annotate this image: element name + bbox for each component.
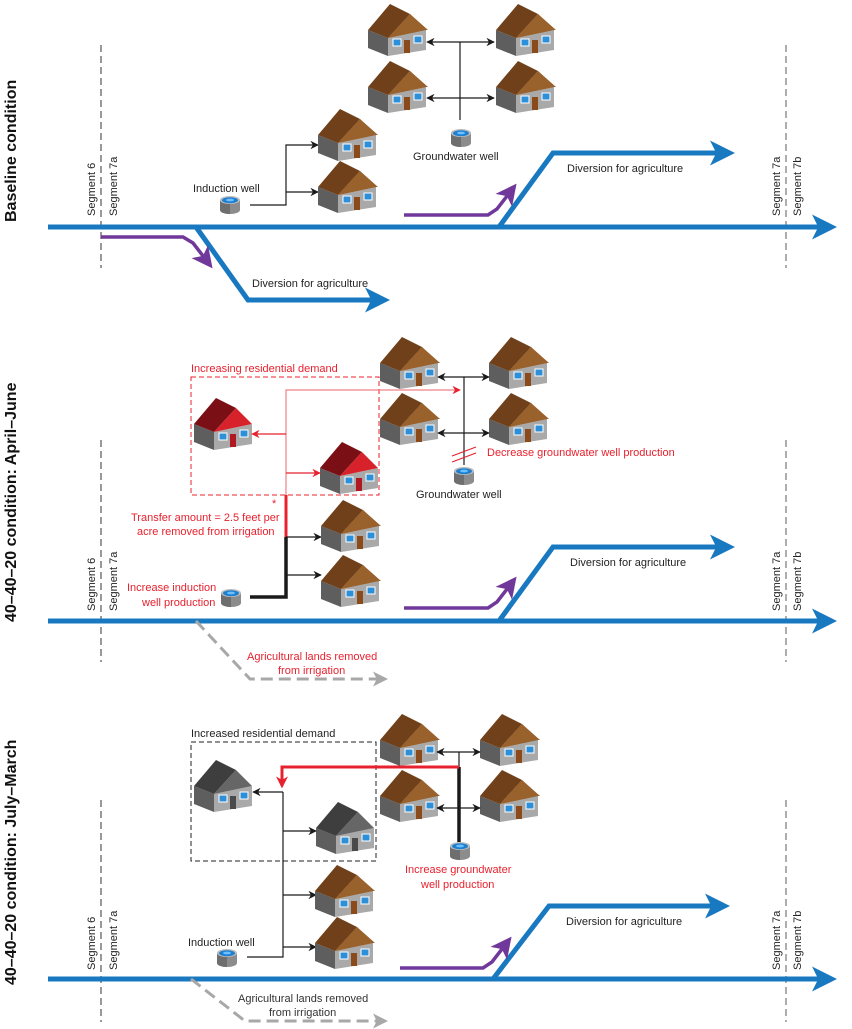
removed-label: Agricultural lands removed bbox=[238, 993, 368, 1005]
decrease-label: Decrease groundwater well production bbox=[487, 447, 675, 459]
removed-label: Agricultural lands removed bbox=[247, 651, 377, 663]
house-icon bbox=[321, 499, 381, 553]
demand-box-label: Increased residential demand bbox=[191, 728, 335, 740]
house-icon bbox=[480, 769, 540, 823]
flow-arrow-purple-right bbox=[404, 183, 517, 217]
diversion-label-right: Diversion for agriculture bbox=[566, 916, 682, 928]
segment-label: Segment 7a bbox=[108, 551, 120, 611]
river-diversion-right bbox=[496, 534, 735, 623]
segment-label: Segment 7a bbox=[771, 156, 783, 216]
increase-gw-label: well production bbox=[420, 879, 494, 891]
house-icon bbox=[380, 713, 440, 767]
flow-arrow-purple-right bbox=[404, 576, 517, 610]
flow-arrow-purple-left bbox=[101, 235, 213, 269]
removed-label: from irrigation bbox=[269, 1007, 336, 1019]
induction-well-icon bbox=[217, 949, 237, 967]
river-diversion-right bbox=[491, 893, 730, 981]
house-icon bbox=[489, 392, 549, 446]
segment-label: Segment 7b bbox=[792, 911, 804, 970]
induction-well-label: Induction well bbox=[193, 183, 260, 195]
segment-label: Segment 6 bbox=[86, 163, 98, 216]
house-icon bbox=[480, 713, 540, 767]
house-icon-new bbox=[316, 801, 375, 855]
panel-title: 40–40–20 condition: April–June bbox=[3, 382, 20, 622]
pipe-induction bbox=[250, 140, 319, 206]
induction-well-label: Induction well bbox=[188, 937, 255, 949]
panel-baseline: Baseline condition Segment 6 Segment 7a … bbox=[3, 3, 837, 313]
house-icon-new bbox=[194, 397, 253, 451]
increase-gw-label: Increase groundwater bbox=[405, 864, 512, 876]
house-icon bbox=[318, 108, 378, 162]
decrease-mark bbox=[451, 446, 477, 457]
house-icon bbox=[496, 60, 556, 114]
house-icon bbox=[380, 769, 440, 823]
panel-april-june: 40–40–20 condition: April–June Segment 6… bbox=[3, 336, 837, 687]
house-icon bbox=[380, 336, 440, 390]
segment-label: Segment 7a bbox=[771, 910, 783, 970]
removed-diversion-left bbox=[190, 977, 388, 1029]
house-icon-new bbox=[194, 759, 253, 813]
house-icon bbox=[318, 160, 378, 214]
removed-label: from irrigation bbox=[278, 665, 345, 677]
induction-label: Increase induction bbox=[127, 582, 216, 594]
demand-box-label: Increasing residential demand bbox=[191, 363, 338, 375]
groundwater-well-icon bbox=[451, 129, 471, 147]
segment-label: Segment 6 bbox=[86, 917, 98, 970]
panel-title: Baseline condition bbox=[3, 80, 20, 222]
groundwater-well-label: Groundwater well bbox=[416, 489, 502, 501]
pipe-induction bbox=[247, 792, 284, 958]
segment-label: Segment 7a bbox=[771, 551, 783, 611]
house-icon bbox=[380, 392, 440, 446]
house-icon bbox=[315, 916, 375, 970]
house-icon bbox=[368, 3, 428, 57]
groundwater-well-icon bbox=[454, 467, 474, 485]
segment-label: Segment 6 bbox=[86, 558, 98, 611]
diversion-label-right: Diversion for agriculture bbox=[567, 163, 683, 175]
decrease-mark bbox=[451, 452, 477, 463]
transfer-marker: * bbox=[272, 498, 277, 510]
transfer-label: acre removed from irrigation bbox=[137, 526, 275, 538]
house-icon-new bbox=[320, 441, 379, 495]
removed-diversion-left bbox=[194, 619, 388, 687]
segment-label: Segment 7a bbox=[108, 156, 120, 216]
house-icon bbox=[489, 336, 549, 390]
flow-arrow-purple-right bbox=[400, 936, 512, 970]
river-diversion-left bbox=[193, 225, 390, 313]
segment-label: Segment 7a bbox=[108, 910, 120, 970]
groundwater-well-label: Groundwater well bbox=[413, 151, 499, 163]
induction-label: well production bbox=[141, 597, 215, 609]
panel-july-march: 40–40–20 condition: July–March Segment 6… bbox=[3, 713, 837, 1029]
house-icon bbox=[368, 60, 428, 114]
river-diversion-right bbox=[496, 140, 735, 229]
diversion-label-left: Diversion for agriculture bbox=[252, 278, 368, 290]
pipe-induction-thick bbox=[250, 537, 288, 599]
panel-title: 40–40–20 condition: July–March bbox=[3, 740, 20, 985]
segment-label: Segment 7b bbox=[792, 552, 804, 611]
induction-well-icon bbox=[221, 589, 241, 607]
induction-well-icon bbox=[220, 196, 240, 214]
house-icon bbox=[315, 864, 375, 918]
diversion-label-right: Diversion for agriculture bbox=[570, 557, 686, 569]
segment-label: Segment 7b bbox=[792, 157, 804, 216]
groundwater-well-icon bbox=[450, 842, 470, 860]
transfer-label: Transfer amount = 2.5 feet per bbox=[131, 512, 280, 524]
house-icon bbox=[496, 3, 556, 57]
pipe-gw-transfer-red bbox=[276, 765, 459, 789]
house-icon bbox=[321, 554, 381, 608]
